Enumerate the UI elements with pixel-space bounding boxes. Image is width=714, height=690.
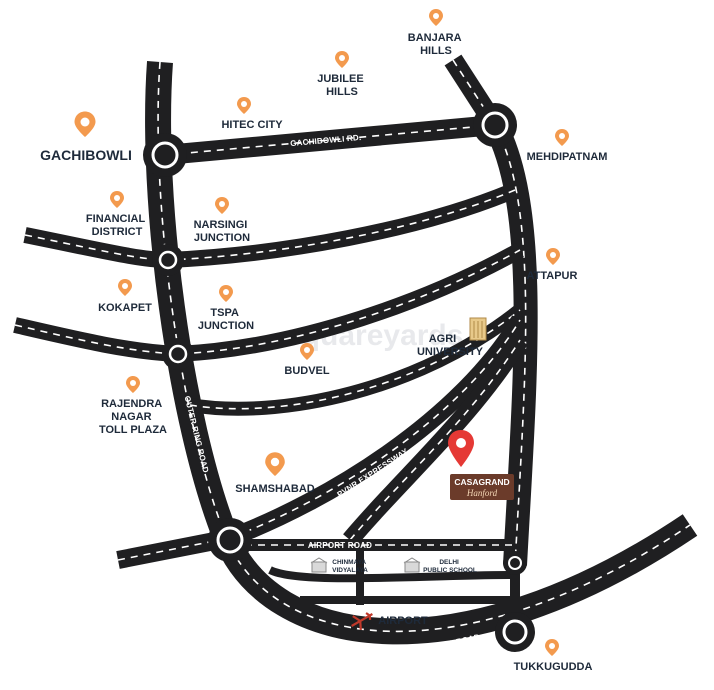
label-hitec-city: HITEC CITY	[221, 119, 283, 131]
airplane-icon	[351, 612, 373, 630]
label-agri-university: AGRI UNIVERSITY	[417, 333, 484, 358]
pin-icon[interactable]	[300, 343, 314, 360]
pin-icon[interactable]	[237, 97, 251, 114]
school-icon	[310, 557, 328, 573]
landmark-pins	[74, 9, 569, 656]
road-inner-1	[268, 566, 516, 583]
school-icon	[403, 557, 421, 573]
pin-icon[interactable]	[335, 51, 349, 68]
pin-icon[interactable]	[215, 197, 229, 214]
junctions	[143, 103, 535, 652]
road-narsingi	[23, 182, 519, 268]
pin-icon[interactable]	[110, 191, 124, 208]
roundabout-dps	[503, 551, 527, 575]
roundabout-gachibowli	[143, 133, 187, 177]
label-jubilee-hills: JUBILEE HILLS	[317, 73, 367, 98]
pin-icon[interactable]	[118, 279, 132, 296]
label-tspa-junction: TSPA JUNCTION	[198, 307, 254, 332]
label-chinmaya-vidyalaya: CHINMAYA VIDYALAYA	[332, 559, 368, 574]
project-badge	[450, 474, 514, 500]
road-label-airport-road-horizontal: AIRPORT ROAD	[308, 541, 372, 550]
label-airport: AIRPORT	[378, 615, 428, 627]
pin-icon[interactable]	[545, 639, 559, 656]
roundabout-mehdipatnam	[473, 103, 517, 147]
label-banjara-hills: BANJARA HILLS	[408, 32, 464, 57]
roundabout-shamshabad	[208, 518, 252, 562]
pin-icon[interactable]	[429, 9, 443, 26]
label-narsingi-junction: NARSINGI JUNCTION	[194, 219, 251, 244]
label-gachibowli: GACHIBOWLI	[40, 147, 132, 163]
roundabout-tukkugudda	[495, 612, 535, 652]
pin-icon[interactable]	[126, 376, 140, 393]
roundabout-tspa	[162, 338, 194, 370]
label-tukkugudda: TUKKUGUDDA	[514, 661, 593, 673]
project-marker[interactable]: CASAGRAND Hanford	[448, 430, 514, 500]
project-pin-icon[interactable]	[448, 430, 474, 467]
building-icon	[469, 317, 487, 341]
project-name-line2: Hanford	[466, 488, 498, 498]
label-mehdipatnam: MEHDIPATNAM	[527, 151, 608, 163]
project-name-line1: CASAGRAND	[454, 477, 509, 487]
pin-icon[interactable]	[265, 452, 285, 476]
pin-icon[interactable]	[219, 285, 233, 302]
label-attapur: ATTAPUR	[527, 270, 578, 282]
label-budvel: BUDVEL	[284, 365, 330, 377]
roundabout-narsingi	[152, 244, 184, 276]
label-rajendra-nagar: RAJENDRA NAGAR TOLL PLAZA	[99, 398, 167, 436]
place-labels: BANJARA HILLS JUBILEE HILLS HITEC CITY G…	[40, 32, 607, 673]
label-delhi-public-school: DELHI PUBLIC SCHOOL	[423, 559, 477, 574]
label-financial-district: FINANCIAL DISTRICT	[86, 213, 148, 238]
pin-icon[interactable]	[546, 248, 560, 265]
pin-icon[interactable]	[555, 129, 569, 146]
label-shamshabad: SHAMSHABAD	[235, 483, 315, 495]
pin-icon[interactable]	[74, 111, 96, 138]
label-kokapet: KOKAPET	[98, 302, 152, 314]
